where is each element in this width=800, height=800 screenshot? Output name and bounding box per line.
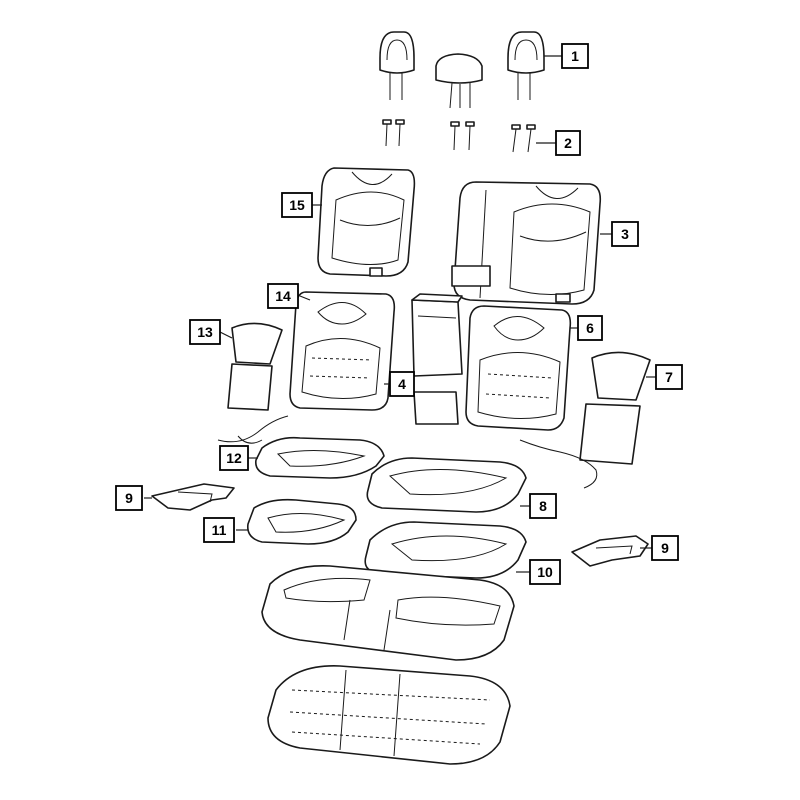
cushion-cover-right (366, 457, 527, 513)
svg-text:3: 3 (621, 226, 629, 242)
callout-14: 14 (267, 283, 299, 309)
callout-3: 3 (611, 221, 639, 247)
svg-text:11: 11 (212, 522, 227, 538)
svg-text:8: 8 (539, 498, 547, 514)
center-armrest (411, 293, 463, 425)
headrest-left (379, 31, 415, 100)
callout-9-right: 9 (651, 535, 679, 561)
callout-7: 7 (655, 364, 683, 390)
callout-1: 1 (561, 43, 589, 69)
seatback-cover-left (317, 167, 416, 277)
cushion-pad-right (364, 521, 527, 579)
headrest-center (435, 53, 483, 109)
svg-text:2: 2 (564, 135, 572, 151)
callout-9-left: 9 (115, 485, 143, 511)
callout-2: 2 (555, 130, 581, 156)
seatback-cover-right (451, 181, 602, 305)
svg-text:14: 14 (275, 288, 291, 304)
seat-tray-left (151, 483, 235, 511)
callout-11: 11 (203, 517, 235, 543)
callout-4: 4 (389, 371, 415, 397)
seatback-frame-right (465, 305, 572, 431)
callout-15: 15 (281, 192, 313, 218)
wire-harness-left (217, 415, 289, 444)
callout-13: 13 (189, 319, 221, 345)
side-bolster-left (227, 322, 283, 411)
headrest-right (507, 31, 545, 100)
seatback-frame-left (289, 291, 396, 411)
headrest-guides (382, 119, 536, 153)
svg-text:9: 9 (125, 490, 133, 506)
svg-text:15: 15 (289, 197, 305, 213)
callout-12: 12 (219, 445, 249, 471)
svg-text:12: 12 (226, 450, 242, 466)
side-bolster-right (579, 351, 651, 465)
svg-text:7: 7 (665, 369, 673, 385)
seat-cushion-cover (261, 565, 515, 661)
svg-text:6: 6 (586, 320, 594, 336)
callout-10: 10 (529, 559, 561, 585)
svg-text:13: 13 (197, 324, 213, 340)
cushion-pad-left (246, 498, 357, 545)
svg-text:4: 4 (398, 376, 406, 392)
svg-text:1: 1 (571, 48, 579, 64)
cushion-pad-left-upper (254, 436, 385, 479)
callout-8: 8 (529, 493, 557, 519)
svg-text:10: 10 (537, 564, 553, 580)
svg-text:9: 9 (661, 540, 669, 556)
wire-harness-right (519, 439, 598, 489)
seat-tray-right (571, 535, 649, 567)
leader-lines (144, 55, 656, 573)
callout-6: 6 (577, 315, 603, 341)
seat-cushion-frame (267, 665, 511, 765)
